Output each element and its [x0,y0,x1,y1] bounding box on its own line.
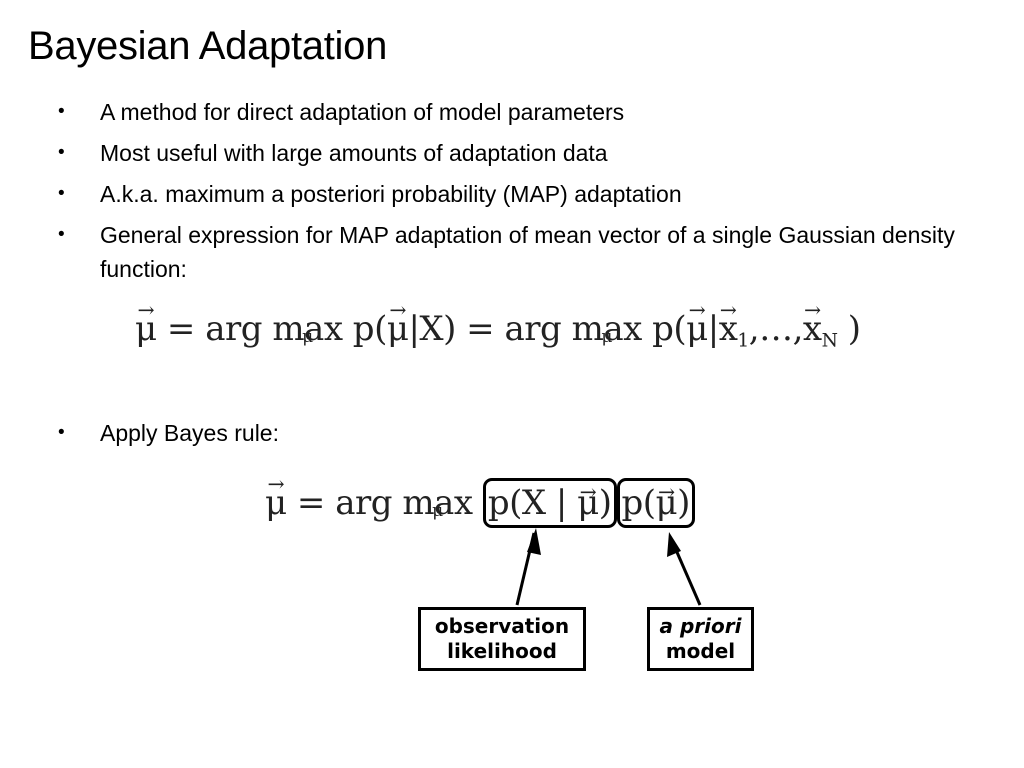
a-priori-model-label: a priori model [647,607,754,671]
slide-title: Bayesian Adaptation [28,24,388,68]
likelihood-term-box: p(X | μ→) [482,478,617,528]
mu-vector: μ→ [577,480,599,525]
vector-arrow-icon: → [267,471,285,496]
mu-vector: μ→ [686,297,708,349]
mu-vector: μ→ [656,480,678,525]
vector-arrow-icon: → [803,297,821,322]
bullet-text: Most useful with large amounts of adapta… [100,140,608,166]
vector-arrow-icon: → [658,479,675,504]
bullet-marker: • [58,422,65,443]
x-vector: x→ [802,297,822,349]
bullet-text: A method for direct adaptation of model … [100,99,625,125]
vector-arrow-icon: → [719,297,737,322]
prior-arrowhead-icon [667,532,681,557]
mu-vector: μ→ [386,297,409,349]
x-vector: x→ [718,297,738,349]
vector-arrow-icon: → [579,479,597,504]
mu-vector: μ→ [135,297,157,349]
bullet-text: Apply Bayes rule: [100,420,279,446]
bullet-marker: • [58,224,65,245]
likelihood-arrowhead-icon [527,528,541,555]
vector-arrow-icon: → [688,297,706,322]
bullet-marker: • [58,101,65,122]
vector-arrow-icon: → [137,297,155,322]
bullet-text: General expression for MAP adaptation of… [100,222,955,282]
mu-vector: μ→ [265,471,287,523]
bullet-marker: • [58,142,65,163]
likelihood-arrow [515,532,536,606]
observation-likelihood-label: observation likelihood [418,607,586,671]
bullet-text: A.k.a. maximum a posteriori probability … [100,181,682,207]
vector-arrow-icon: → [389,297,406,322]
bullet-marker: • [58,183,65,204]
prior-arrow [671,542,702,606]
prior-term-box: p(μ→) [616,478,695,528]
